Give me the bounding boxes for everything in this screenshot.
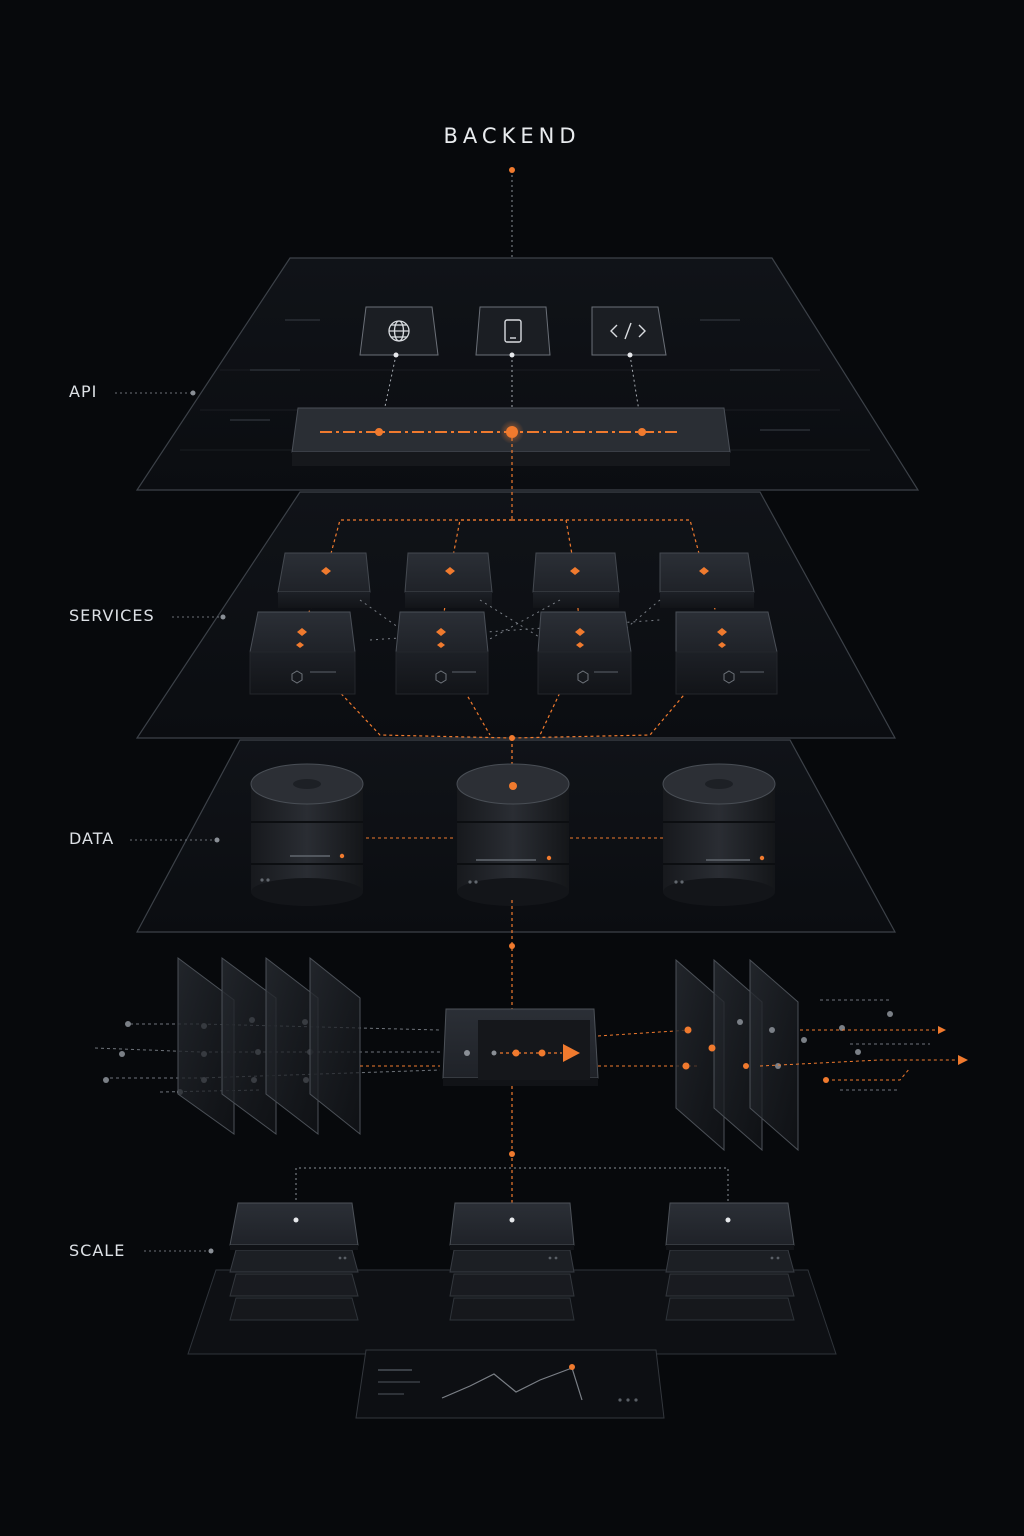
stream-output-arrow-1 <box>938 1026 946 1034</box>
stream-output-arrow-2 <box>958 1055 968 1065</box>
service-block-back-1 <box>277 552 371 608</box>
database-1 <box>250 763 364 906</box>
scale-layer <box>187 1086 837 1419</box>
play-icon <box>563 1044 580 1062</box>
api-gateway <box>291 407 731 466</box>
layer-label-scale: SCALE <box>69 1241 126 1260</box>
server-stack-3 <box>665 1202 795 1321</box>
tablet-icon <box>504 319 522 343</box>
service-block-back-2 <box>404 552 493 608</box>
server-stack-2 <box>449 1202 575 1321</box>
server-stack-1 <box>229 1202 359 1321</box>
stream-sheet-left-4 <box>309 956 361 1136</box>
stream-sheet-left-1 <box>177 957 235 1135</box>
database-2 <box>456 763 570 906</box>
diagram-title: BACKEND <box>443 124 581 148</box>
monitoring-card <box>355 1349 665 1419</box>
services-panel <box>135 491 897 739</box>
service-block-front-4 <box>675 611 778 695</box>
service-block-back-4 <box>659 552 755 608</box>
service-block-front-3 <box>537 611 632 695</box>
service-block-back-3 <box>532 552 620 608</box>
services-layer <box>135 438 897 739</box>
stream-sheet-left-3 <box>265 956 319 1136</box>
stream-sheet-right-3 <box>749 958 799 1152</box>
api-card-code <box>591 306 667 356</box>
code-icon <box>610 322 646 340</box>
stream-sheet-right-1 <box>675 958 725 1152</box>
data-layer <box>135 735 897 933</box>
database-3 <box>662 763 776 906</box>
service-block-front-2 <box>395 611 489 695</box>
layer-label-services: SERVICES <box>69 606 155 625</box>
service-block-front-1 <box>249 611 356 695</box>
stream-processor <box>442 1008 599 1086</box>
title-connector-node <box>509 167 515 173</box>
api-layer <box>135 257 920 491</box>
layer-label-data: DATA <box>69 829 115 848</box>
layer-label-api: API <box>69 382 98 401</box>
globe-icon <box>388 320 410 342</box>
api-card-mobile <box>475 306 551 356</box>
stream-pipeline <box>94 900 968 1152</box>
stream-sheet-left-2 <box>221 957 277 1135</box>
api-card-web <box>359 306 439 356</box>
